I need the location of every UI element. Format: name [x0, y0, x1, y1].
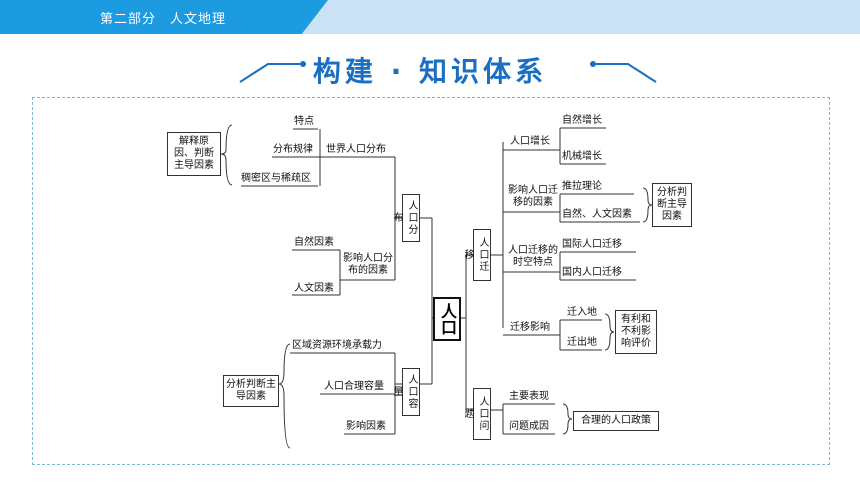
label-population-growth: 人口增长 — [510, 136, 550, 147]
label-international-migration: 国际人口迁移 — [562, 239, 622, 250]
label-world-population-distribution: 世界人口分布 — [326, 144, 386, 155]
side-box-population-policy: 合理的人口政策 — [573, 411, 659, 431]
label-migration-factors: 影响人口迁移的因素 — [508, 185, 558, 208]
branch-population-distribution: 人口分布 — [391, 194, 420, 242]
label-distribution-pattern: 分布规律 — [273, 144, 313, 155]
label-resource-carrying-capacity: 区域资源环境承载力 — [292, 340, 382, 351]
label-destination: 迁入地 — [567, 307, 597, 318]
label-dense-sparse-areas: 稠密区与稀疏区 — [241, 173, 311, 184]
section-tab-label: 第二部分 人文地理 — [100, 12, 227, 27]
branch-population-migration: 人口迁移 — [462, 229, 491, 281]
branch-population-capacity: 人口容量 — [391, 368, 420, 416]
center-node-population: 人口 — [433, 297, 461, 341]
label-natural-factors: 自然因素 — [294, 237, 334, 248]
label-natural-human-factors: 自然、人文因素 — [562, 209, 632, 220]
label-human-factors: 人文因素 — [294, 283, 334, 294]
label-problem-causes: 问题成因 — [509, 421, 549, 432]
label-domestic-migration: 国内人口迁移 — [562, 267, 622, 278]
side-box-explain-causes: 解释原因、判断主导因素 — [167, 132, 221, 176]
side-box-analyze-factors-right: 分析判断主导因素 — [652, 183, 692, 227]
label-characteristics: 特点 — [294, 116, 314, 127]
diagram-frame — [32, 97, 830, 465]
page-title: 构建 · 知识体系 — [312, 55, 548, 88]
label-migration-impact: 迁移影响 — [510, 322, 550, 333]
label-reasonable-capacity: 人口合理容量 — [324, 381, 384, 392]
label-push-pull-theory: 推拉理论 — [562, 181, 602, 192]
side-box-impact-evaluation: 有利和不利影响评价 — [615, 310, 657, 354]
label-mechanical-growth: 机械增长 — [562, 151, 602, 162]
label-main-manifestations: 主要表现 — [509, 391, 549, 402]
label-natural-growth: 自然增长 — [562, 115, 602, 126]
side-box-analyze-factors-left: 分析判断主导因素 — [223, 375, 279, 407]
label-migration-characteristics: 人口迁移的时空特点 — [508, 245, 558, 268]
section-tab[interactable] — [0, 0, 328, 34]
label-origin: 迁出地 — [567, 337, 597, 348]
label-distribution-factors: 影响人口分布的因素 — [343, 253, 393, 276]
label-influencing-factors: 影响因素 — [346, 421, 386, 432]
branch-population-problems: 人口问题 — [462, 388, 491, 440]
